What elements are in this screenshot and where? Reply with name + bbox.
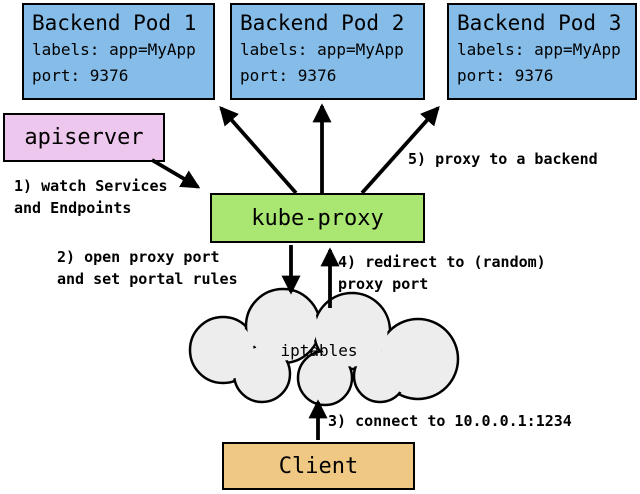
step2-annotation: 2) open proxy port and set portal rules — [57, 248, 238, 288]
pod-title: Backend Pod 2 — [240, 11, 405, 35]
node-backend-pod-3: Backend Pod 3 labels: app=MyApp port: 93… — [447, 3, 637, 100]
arrow-kubeproxy-to-pod3 — [360, 106, 440, 195]
pod-port: port: 9376 — [32, 66, 129, 85]
step3-annotation: 3) connect to 10.0.0.1:1234 — [328, 412, 572, 430]
node-client: Client — [222, 442, 415, 490]
arrow-kubeproxy-to-pod1 — [219, 106, 298, 195]
client-label: Client — [278, 453, 359, 479]
node-apiserver: apiserver — [3, 113, 165, 162]
pod-labels: labels: app=MyApp — [32, 40, 196, 59]
pod-title: Backend Pod 1 — [32, 11, 197, 35]
step5-annotation: 5) proxy to a backend — [408, 150, 598, 168]
step1-annotation: 1) watch Services and Endpoints — [14, 177, 168, 217]
kube-proxy-label: kube-proxy — [251, 205, 384, 231]
node-backend-pod-2: Backend Pod 2 labels: app=MyApp port: 93… — [230, 3, 425, 100]
arrow-apiserver-to-kubeproxy — [151, 158, 201, 189]
node-kube-proxy: kube-proxy — [210, 193, 425, 243]
node-backend-pod-1: Backend Pod 1 labels: app=MyApp port: 93… — [22, 3, 215, 100]
pod-labels: labels: app=MyApp — [457, 40, 621, 59]
iptables-label: iptables — [280, 341, 358, 360]
step4-annotation: 4) redirect to (random) proxy port — [338, 253, 546, 293]
pod-port: port: 9376 — [240, 66, 337, 85]
pod-labels: labels: app=MyApp — [240, 40, 404, 59]
pod-title: Backend Pod 3 — [457, 11, 622, 35]
apiserver-label: apiserver — [24, 125, 144, 150]
iptables-cloud — [188, 287, 460, 407]
pod-port: port: 9376 — [457, 66, 554, 85]
